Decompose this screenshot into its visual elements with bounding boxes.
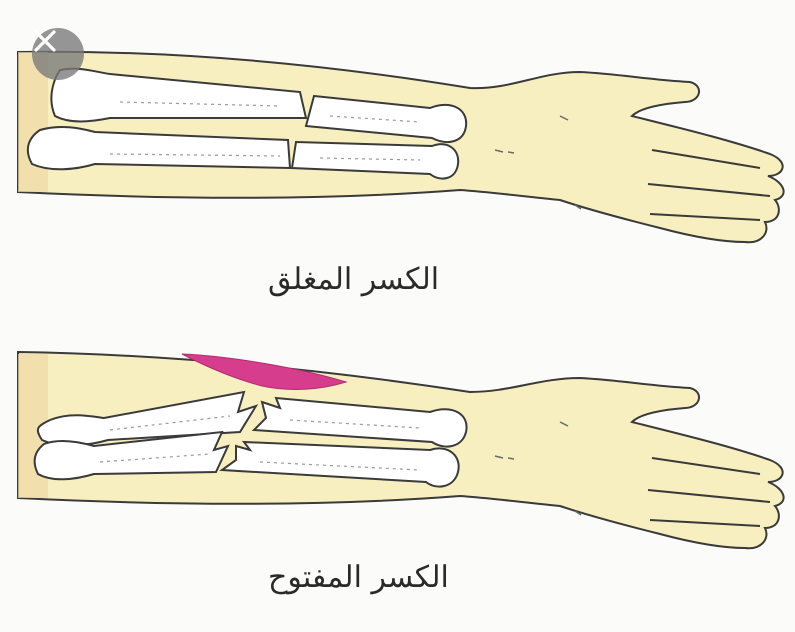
open-fracture-arm (18, 352, 784, 548)
close-icon (32, 28, 58, 54)
closed-fracture-arm (18, 52, 784, 242)
caption-open-fracture: الكسر المفتوح (268, 560, 449, 595)
caption-closed-fracture: الكسر المغلق (268, 262, 439, 297)
close-button[interactable] (32, 28, 84, 80)
